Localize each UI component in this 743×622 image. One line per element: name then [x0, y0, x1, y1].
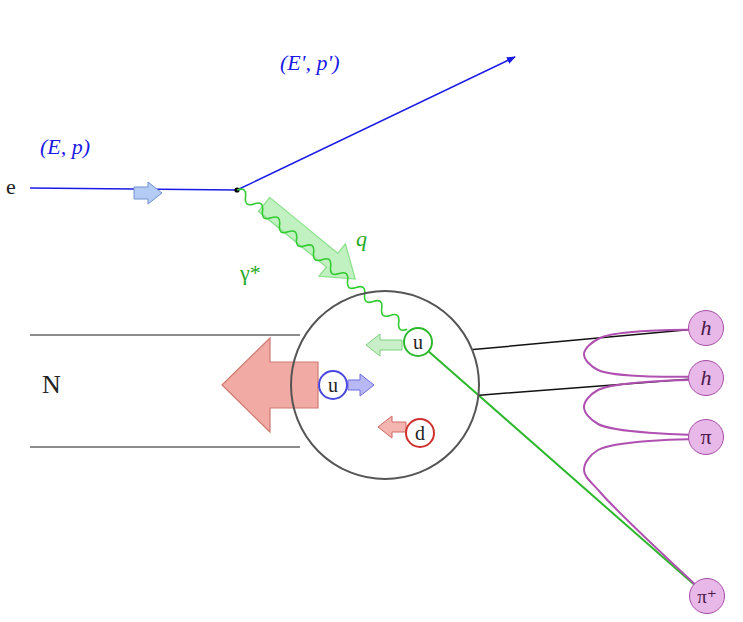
- hadron-circle: h: [688, 310, 724, 346]
- quark-momentum-arrow: [366, 334, 402, 356]
- photon-label: γ*: [240, 262, 261, 284]
- nucleon-fill: [291, 291, 479, 479]
- nucleon-circle: Nuud: [290, 290, 480, 480]
- nucleon-label: N: [42, 372, 66, 398]
- quark-momentum-arrow: [348, 374, 374, 396]
- pion-circle: π: [688, 419, 724, 455]
- nucleon-band-line: [30, 446, 300, 447]
- string-loop: [584, 439, 694, 583]
- quark-circle: u: [318, 370, 348, 400]
- hadron-circle: h: [688, 360, 724, 396]
- momentum-label: (E, p): [40, 136, 90, 158]
- photon-wave: [234, 187, 410, 333]
- momentum-label: (E', p'): [280, 52, 340, 74]
- quark-line: [429, 352, 693, 584]
- electron-line: [237, 57, 515, 190]
- quark-circle: u: [403, 327, 433, 357]
- hadron-line: [473, 330, 688, 350]
- particle-label: π⁺: [697, 587, 717, 606]
- particle-label: h: [701, 367, 712, 389]
- string-loop: [584, 330, 688, 377]
- nucleon-band-line: [30, 334, 300, 335]
- particle-label: π: [700, 426, 711, 448]
- particle-label: u: [328, 375, 338, 395]
- photon-group: [227, 169, 424, 341]
- particle-label: e: [6, 176, 16, 198]
- nucleon-momentum-arrow: [222, 338, 318, 432]
- quark-momentum-arrow: [378, 416, 406, 438]
- particle-label: u: [413, 332, 423, 352]
- quark-circle: d: [405, 418, 435, 448]
- momentum-arrow: [134, 182, 162, 204]
- pion-circle: π⁺: [689, 578, 725, 614]
- momentum-label: q: [356, 228, 367, 250]
- particle-label: d: [415, 423, 425, 443]
- particle-label: h: [701, 317, 712, 339]
- string-loop: [584, 380, 688, 435]
- photon-momentum-arrow: [251, 188, 369, 295]
